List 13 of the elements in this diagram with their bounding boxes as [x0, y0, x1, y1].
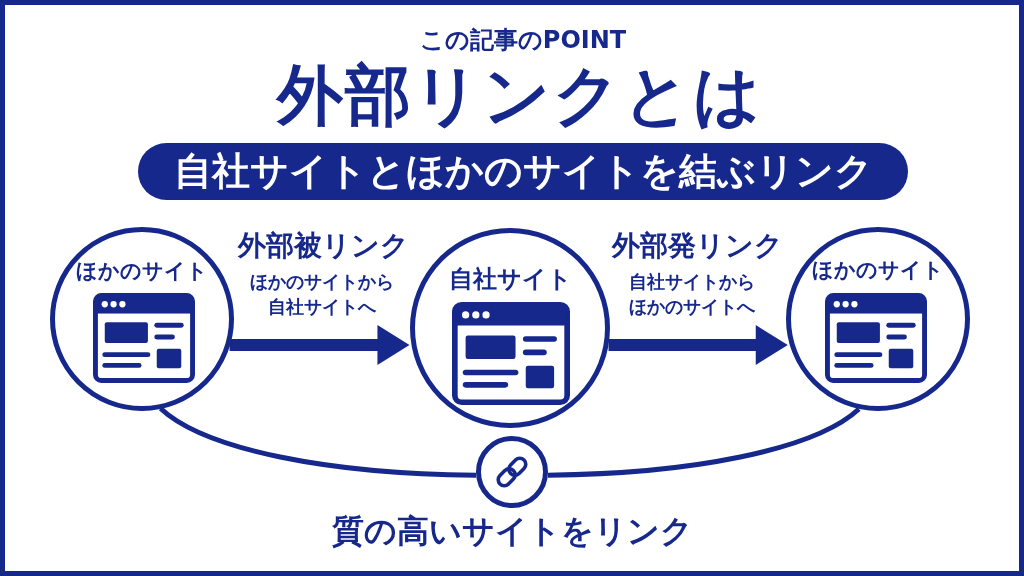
site-label: ほかのサイト [812, 258, 944, 284]
site-label: ほかのサイト [75, 258, 208, 285]
connector-line [159, 406, 477, 478]
section-heading: この記事のPOINT [419, 25, 627, 55]
arrow [229, 325, 410, 365]
site-label: 自社サイト [448, 264, 572, 294]
banner: 自社サイトとほかのサイトを結ぶリンク [138, 143, 908, 200]
node-label: 質の高いサイトをリンク [331, 511, 693, 551]
title: 外部リンクとは [277, 56, 763, 136]
arrow [608, 325, 788, 365]
connector-line [547, 407, 861, 478]
edge-description: 自社サイトからほかのサイトへ [628, 269, 756, 319]
edge-description: ほかのサイトから自社サイトへ [249, 269, 395, 319]
